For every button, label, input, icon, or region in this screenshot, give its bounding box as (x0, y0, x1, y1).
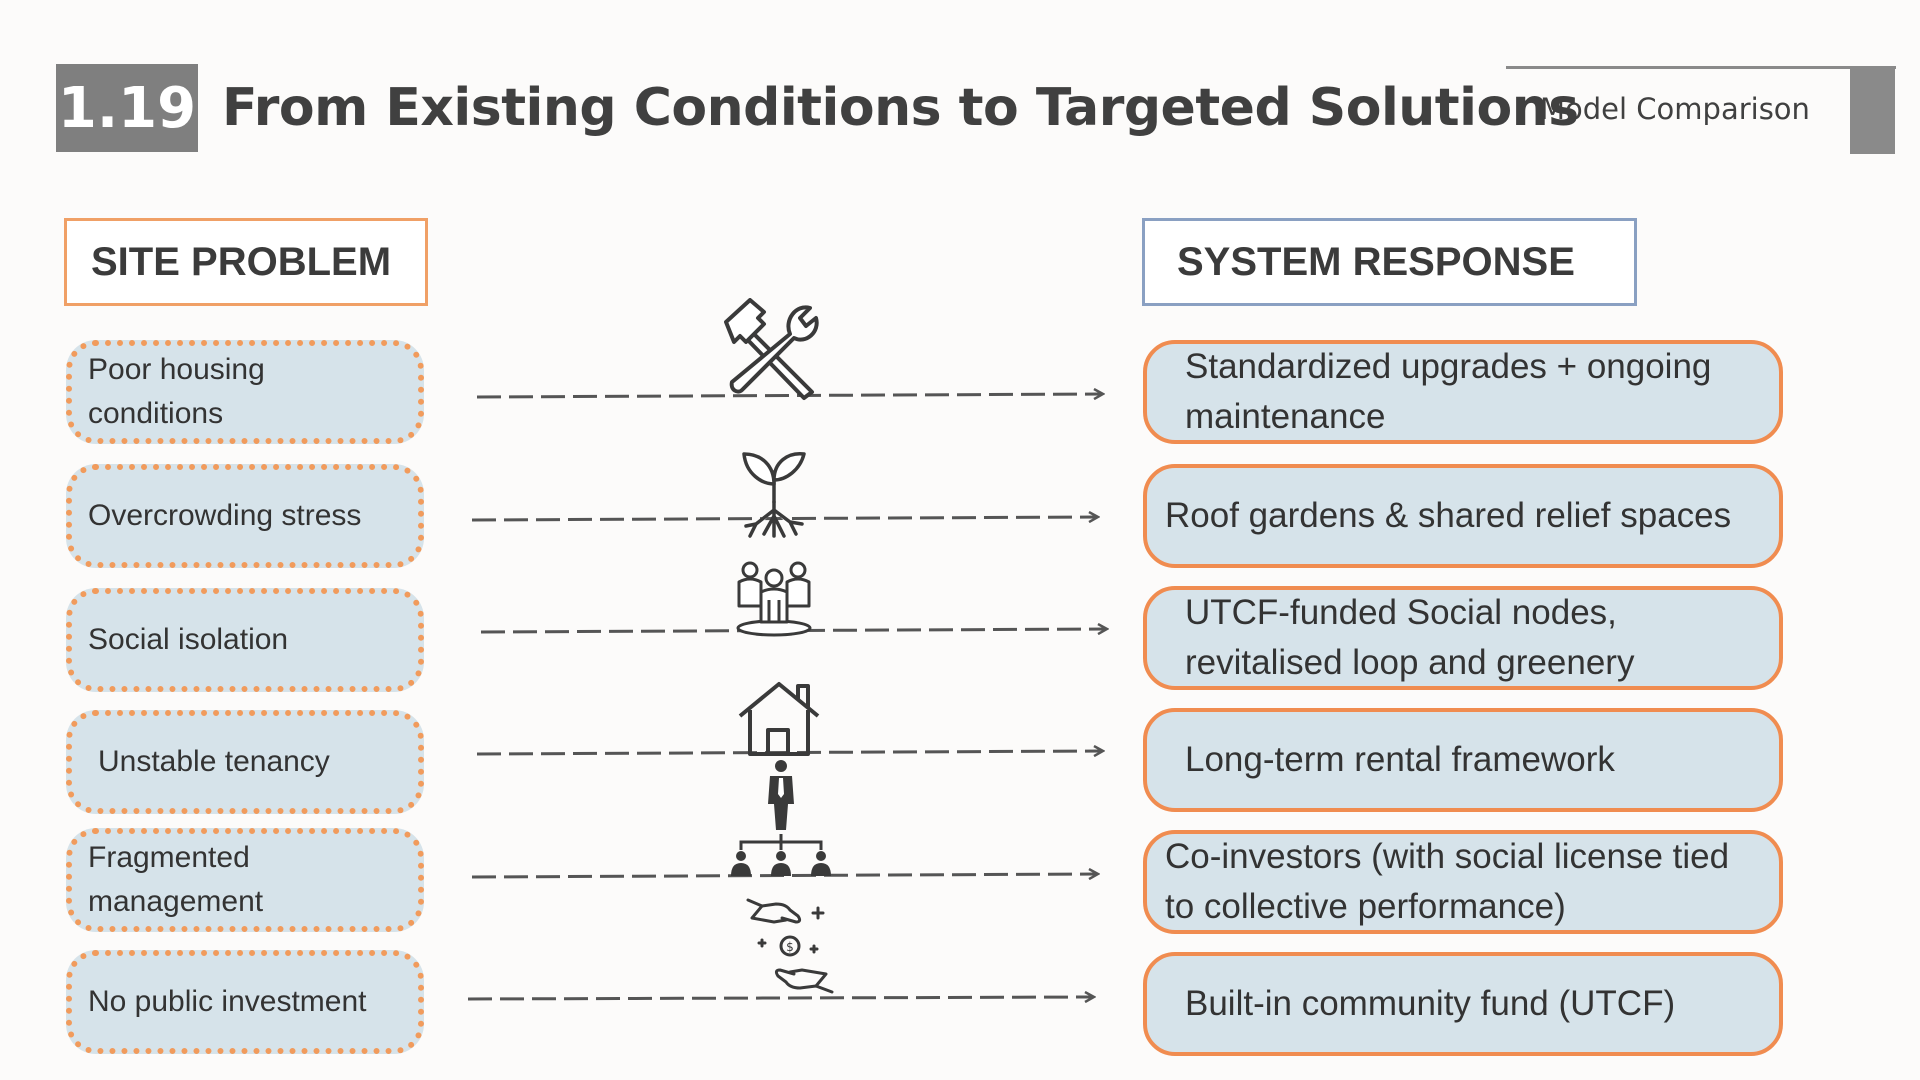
response-box-4: Long-term rental framework (1143, 708, 1783, 812)
problem-box-6: No public investment (66, 950, 424, 1054)
problem-box-2: Overcrowding stress (66, 464, 424, 568)
response-text: Co-investors (with social license tied t… (1165, 837, 1730, 926)
hands-coin-icon: $ (746, 898, 834, 994)
connector-arrow-6 (467, 997, 1093, 999)
response-text: Standardized upgrades + ongoing maintena… (1185, 347, 1712, 436)
problem-text: Poor housing conditions (88, 353, 265, 430)
response-text: Built-in community fund (UTCF) (1185, 984, 1676, 1023)
system-response-header-text: SYSTEM RESPONSE (1177, 239, 1575, 284)
response-box-2: Roof gardens & shared relief spaces (1143, 464, 1783, 568)
response-box-3: UTCF-funded Social nodes, revitalised lo… (1143, 586, 1783, 690)
tag-side-bar (1850, 66, 1895, 154)
connector-arrow-4 (476, 751, 1102, 754)
hammer-wrench-icon (724, 298, 819, 400)
response-text: Roof gardens & shared relief spaces (1165, 496, 1732, 535)
site-problem-header: SITE PROBLEM (64, 218, 428, 306)
tag-top-rule (1506, 66, 1896, 69)
problem-box-4: Unstable tenancy (66, 710, 424, 814)
problem-box-1: Poor housing conditions (66, 340, 424, 444)
connector-arrow-1 (476, 394, 1102, 397)
problem-text: Unstable tenancy (98, 745, 330, 778)
house-icon (738, 682, 820, 756)
problem-text: Fragmented management (88, 841, 264, 918)
connector-arrow-2 (471, 517, 1097, 520)
svg-text:$: $ (786, 940, 794, 954)
response-box-6: Built-in community fund (UTCF) (1143, 952, 1783, 1056)
community-group-icon (736, 561, 812, 637)
system-response-header: SYSTEM RESPONSE (1142, 218, 1637, 306)
page-title: From Existing Conditions to Targeted Sol… (222, 78, 1579, 138)
response-box-5: Co-investors (with social license tied t… (1143, 830, 1783, 934)
connector-arrow-3 (480, 629, 1106, 632)
site-problem-header-text: SITE PROBLEM (91, 239, 392, 284)
problem-text: Overcrowding stress (88, 499, 362, 532)
problem-box-5: Fragmented management (66, 828, 424, 932)
problem-text: No public investment (88, 985, 367, 1018)
response-text: Long-term rental framework (1185, 740, 1615, 779)
response-box-1: Standardized upgrades + ongoing maintena… (1143, 340, 1783, 444)
management-hierarchy-icon (731, 760, 831, 876)
problem-text: Social isolation (88, 623, 289, 656)
problem-box-3: Social isolation (66, 588, 424, 692)
section-number-badge: 1.19 (56, 64, 198, 152)
model-comparison-tag: Model Comparison (1540, 92, 1810, 126)
connector-arrow-5 (471, 874, 1097, 877)
sprout-roots-icon (742, 452, 806, 538)
response-text: UTCF-funded Social nodes, revitalised lo… (1185, 593, 1635, 682)
